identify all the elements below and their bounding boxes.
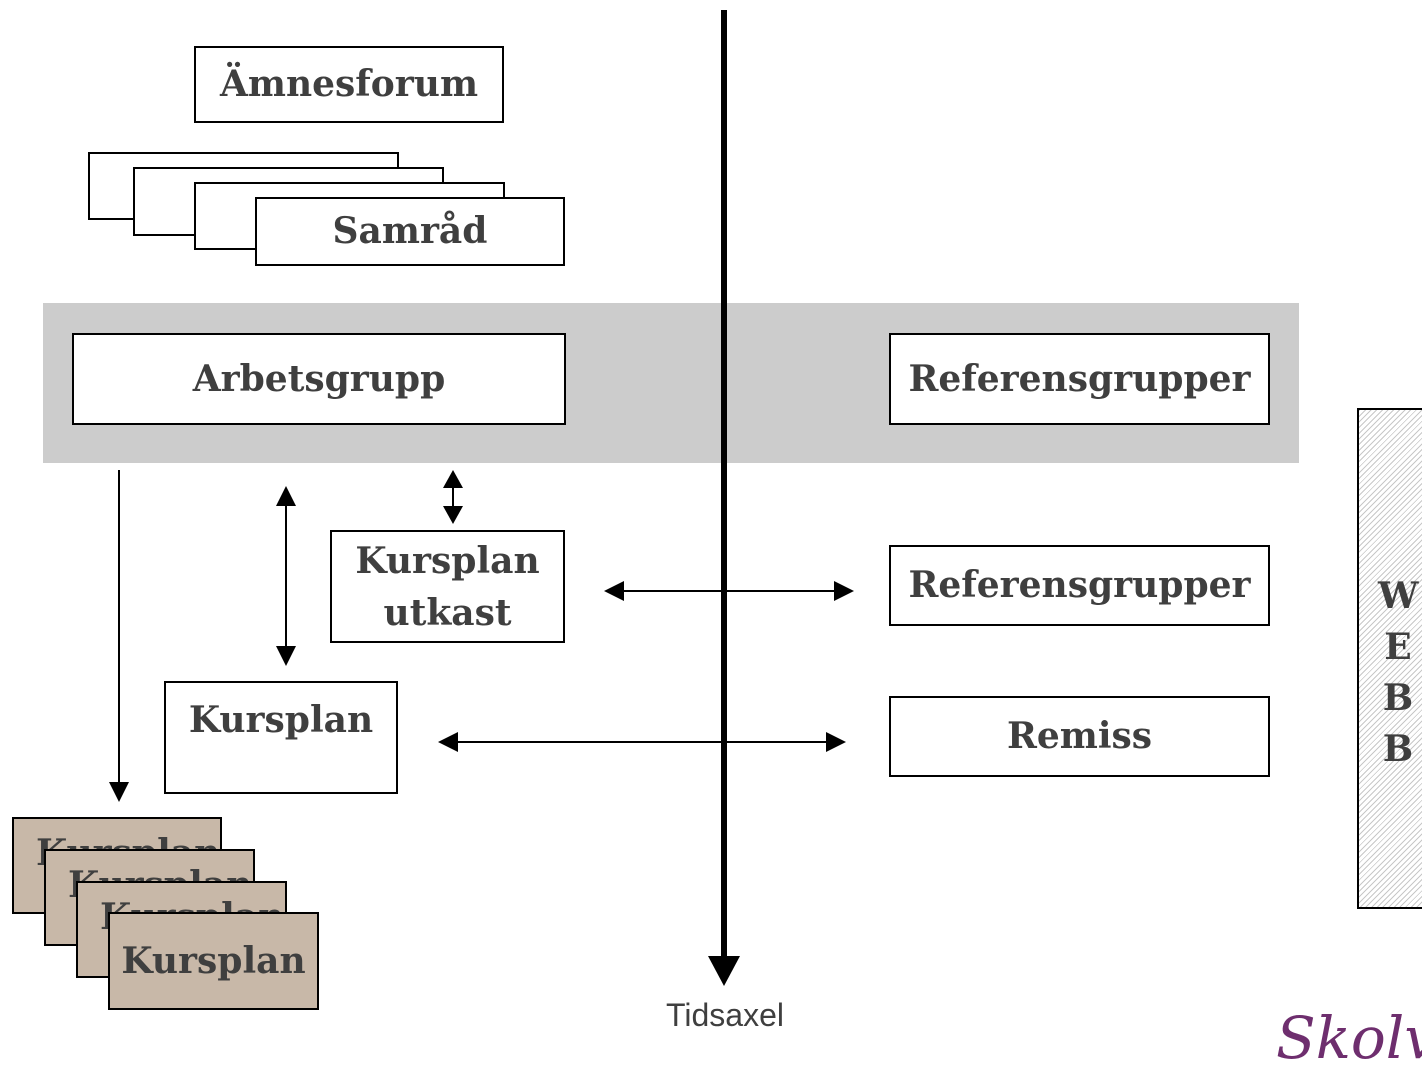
kursplan-utkast-box: Kursplan utkast	[330, 530, 565, 643]
arrow-kursplan-remiss-head-right	[826, 732, 846, 752]
remiss-label: Remiss	[1006, 715, 1153, 758]
arbetsgrupp-box: Arbetsgrupp	[72, 333, 566, 425]
arrow-band-utkast-head-down	[443, 506, 463, 524]
referensgrupper-top-box: Referensgrupper	[889, 333, 1270, 425]
amnesforum-label: Ämnesforum	[219, 63, 479, 106]
connector-arrows	[109, 10, 854, 986]
webb-letters: W E B B	[1378, 571, 1418, 775]
kursplan-utkast-line2: utkast	[383, 591, 512, 634]
samrad-label: Samråd	[332, 210, 488, 253]
referensgrupper-mid-label: Referensgrupper	[908, 564, 1251, 607]
amnesforum-box: Ämnesforum	[194, 46, 504, 123]
webb-letter-w: W	[1378, 575, 1419, 617]
arrow-band-kursplan-head-down	[276, 646, 296, 666]
time-axis-label: Tidsaxel	[666, 997, 784, 1033]
arrow-band-kursplan-head-up	[276, 486, 296, 506]
time-axis-arrowhead	[708, 956, 740, 986]
referensgrupper-top-label: Referensgrupper	[908, 357, 1251, 400]
arrow-utkast-referens-head-right	[834, 581, 854, 601]
arrow-band-utkast-head-up	[443, 470, 463, 488]
arrow-kursplan-remiss-head-left	[438, 732, 458, 752]
kursplans-stack-front-label: Kursplan	[121, 940, 306, 982]
kursplan-box: Kursplan	[164, 681, 398, 794]
webb-letter-b2: B	[1382, 728, 1414, 770]
arrow-arbetsgrupp-to-stack-head	[109, 782, 129, 802]
webb-panel	[1357, 408, 1422, 909]
arrow-utkast-referens-head-left	[604, 581, 624, 601]
kursplan-label: Kursplan	[188, 699, 374, 741]
samrad-box: Samråd	[255, 197, 565, 266]
referensgrupper-mid-box: Referensgrupper	[889, 545, 1270, 626]
webb-letter-e: E	[1384, 626, 1412, 668]
kursplan-utkast-line1: Kursplan	[355, 539, 540, 582]
logo-text: Skolv	[1276, 1004, 1422, 1072]
kursplans-stack-front: Kursplan	[108, 912, 319, 1010]
webb-letter-b1: B	[1382, 677, 1414, 719]
remiss-box: Remiss	[889, 696, 1270, 777]
arbetsgrupp-label: Arbetsgrupp	[192, 357, 446, 400]
